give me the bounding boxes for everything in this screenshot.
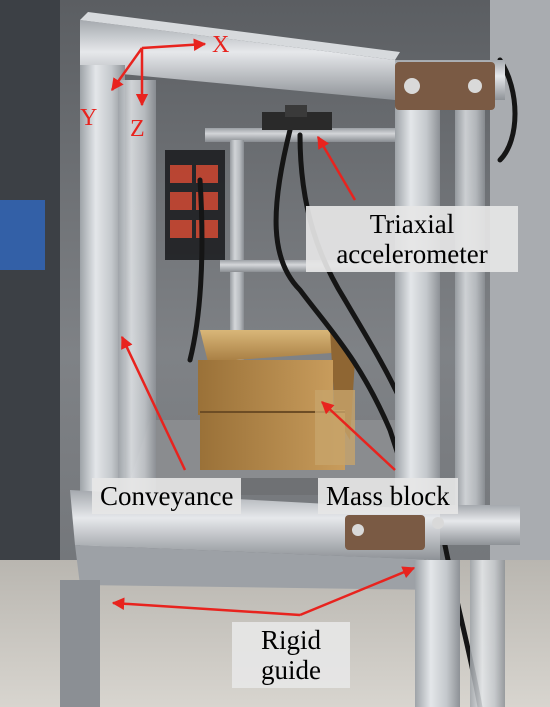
brackets: [345, 62, 495, 550]
axis-x-label: X: [212, 32, 230, 58]
rigid-guide-label-line1: Rigid: [260, 625, 321, 655]
accelerometer-label-line2: accelerometer: [336, 239, 488, 269]
mass-block-label: Mass block: [318, 478, 458, 514]
accelerometer-label: Triaxial accelerometer: [306, 206, 518, 272]
background-rack: [165, 150, 225, 260]
rigid-guide-label: Rigid guide: [232, 622, 350, 688]
accelerometer-device: [262, 105, 332, 130]
rigid-guide-label-line2: guide: [261, 655, 321, 685]
axis-z-label: Z: [130, 116, 145, 142]
mass-block-shape: [198, 330, 355, 470]
axis-y-label: Y: [80, 105, 98, 131]
annotation-arrows: [110, 38, 416, 617]
conveyance-label: Conveyance: [92, 478, 242, 514]
accelerometer-label-line1: Triaxial: [369, 209, 455, 239]
